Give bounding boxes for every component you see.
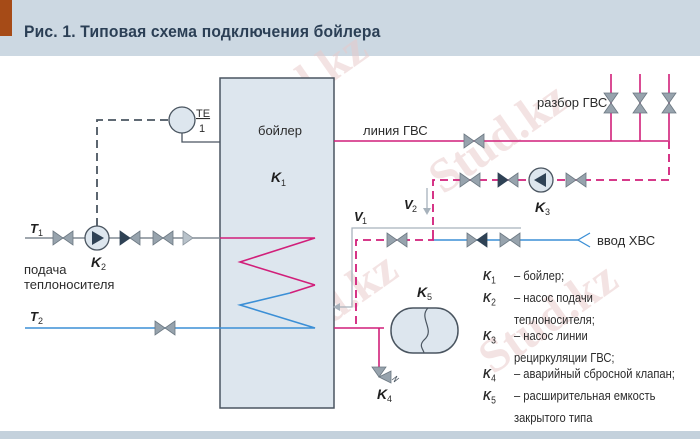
svg-text:3: 3 — [545, 207, 550, 217]
label-k3: K 3 — [535, 199, 550, 217]
shutoff-valve — [386, 232, 408, 248]
cold-water-inlet-icon — [576, 232, 591, 248]
legend-item: K5 – расширительная емкость — [483, 388, 656, 407]
label-v1: V 1 — [354, 209, 367, 226]
pump-arrow-icon — [92, 231, 104, 245]
check-valve — [497, 172, 519, 188]
heat-supply-label-2: теплоносителя — [24, 277, 114, 292]
draw-off-valve — [632, 92, 648, 114]
tank-membrane — [420, 307, 429, 354]
pump-arrow-icon — [534, 173, 546, 187]
flow-arrow-icon — [423, 208, 431, 215]
svg-text:T: T — [30, 309, 39, 324]
svg-text:K: K — [535, 199, 546, 215]
legend-item-continuation: теплоносителя; — [513, 311, 595, 327]
svg-text:V: V — [404, 197, 414, 212]
sensor-label-number: 1 — [199, 123, 205, 135]
svg-text:K: K — [377, 386, 388, 402]
boiler-label: бойлер — [258, 123, 302, 138]
legend-item: K2 – насос подачи — [483, 289, 593, 309]
header-accent-bar — [0, 0, 12, 36]
svg-text:T: T — [30, 221, 39, 236]
label-t2: T 2 — [30, 309, 43, 326]
label-t1: T 1 — [30, 221, 43, 238]
heat-supply-label-1: подача — [24, 262, 67, 277]
hot-water-draw-label: разбор ГВС — [537, 95, 607, 110]
svg-text:2: 2 — [101, 262, 106, 272]
svg-text:2: 2 — [412, 204, 417, 214]
shutoff-valve — [154, 320, 176, 336]
svg-text:V: V — [354, 209, 364, 224]
coil-hot-section — [289, 284, 316, 294]
svg-text:5: 5 — [427, 292, 432, 302]
boiler-connection-diagram: TE 1 бойлер линия ГВС разбор ГВС ввод ХВ… — [24, 74, 677, 409]
legend-item: K1 – бойлер; — [483, 268, 565, 287]
shutoff-valve — [459, 172, 481, 188]
legend-item-continuation: рециркуляции ГВС; — [513, 349, 615, 365]
legend-item-continuation: закрытого типа — [513, 410, 593, 426]
label-k4: K 4 — [377, 386, 392, 404]
figure-title: Рис. 1. Типовая схема подключения бойлер… — [24, 22, 381, 41]
svg-text:K: K — [417, 284, 428, 300]
shutoff-valve — [565, 172, 587, 188]
control-signal-line — [96, 119, 168, 226]
label-k2: K 2 — [91, 254, 106, 272]
svg-text:2: 2 — [38, 316, 43, 326]
legend-item: K4 – аварийный сбросной клапан; — [483, 366, 675, 385]
flow-valve — [182, 230, 194, 246]
sensor-connection — [181, 133, 220, 143]
hot-water-line-label: линия ГВС — [363, 123, 428, 138]
boiler-tank — [219, 77, 335, 409]
svg-text:K: K — [271, 169, 282, 185]
flow-v1-path — [340, 227, 521, 308]
cold-water-inlet-label: ввод ХВС — [597, 233, 655, 248]
recirculation-line — [432, 141, 670, 237]
shutoff-valve — [463, 133, 485, 149]
svg-text:4: 4 — [387, 394, 392, 404]
label-v2: V 2 — [404, 197, 417, 214]
figure-footer-bar — [0, 431, 700, 439]
legend: K1 – бойлер; K2 – насос подачи теплоноси… — [483, 268, 675, 426]
coil-hot-section — [220, 237, 316, 286]
check-valve — [466, 232, 488, 248]
shutoff-valve — [499, 232, 521, 248]
shutoff-valve — [52, 230, 74, 246]
svg-text:1: 1 — [362, 216, 367, 226]
figure-header: Рис. 1. Типовая схема подключения бойлер… — [0, 0, 700, 56]
svg-text:K: K — [91, 254, 102, 270]
draw-off-valve — [661, 92, 677, 114]
legend-item: K3 – насос линии — [483, 328, 588, 347]
label-k1: K 1 — [271, 169, 286, 188]
check-valve — [119, 230, 141, 246]
temperature-sensor-te1 — [168, 106, 196, 134]
relief-valve-k4 — [371, 366, 387, 378]
shutoff-valve — [152, 230, 174, 246]
relief-valve-k4 — [378, 370, 392, 384]
spring-icon — [391, 375, 400, 383]
coil-cold-section — [220, 292, 316, 329]
svg-text:1: 1 — [38, 228, 43, 238]
flow-arrow-icon — [333, 303, 340, 311]
sensor-label-te: TE — [196, 108, 210, 120]
label-k5: K 5 — [417, 284, 432, 302]
svg-text:1: 1 — [281, 178, 286, 188]
